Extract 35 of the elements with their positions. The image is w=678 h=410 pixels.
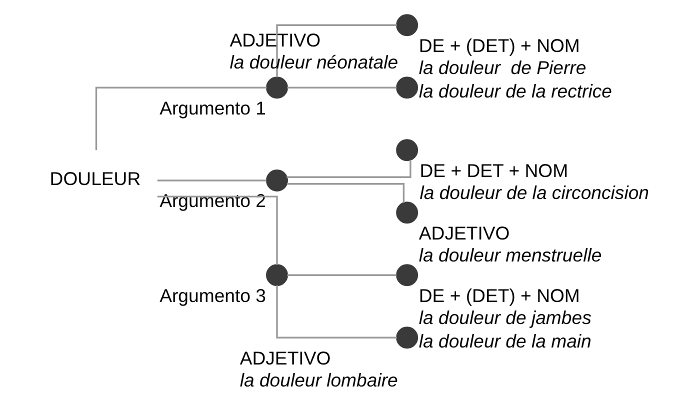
node-circle	[396, 14, 418, 36]
node-circle	[396, 264, 418, 286]
node-label: DE + (DET) + NOM	[418, 34, 580, 56]
node-circle	[396, 326, 418, 349]
node-label: la douleur menstruelle	[418, 244, 602, 266]
node-circle	[266, 76, 288, 99]
node-label: ADJETIVO	[239, 347, 330, 368]
node-label: la douleur de Pierre	[418, 56, 586, 78]
connector	[94, 86, 266, 150]
connector	[286, 160, 411, 178]
node-label: DE + DET + NOM	[419, 160, 568, 181]
node-label: la douleur néonatale	[229, 52, 398, 73]
node-label: la douleur lombaire	[239, 369, 398, 390]
connector	[276, 24, 396, 78]
node-circle	[396, 202, 418, 224]
connector	[286, 183, 404, 203]
node-circle	[266, 264, 288, 286]
connector	[276, 285, 396, 338]
node-label: la douleur de la rectrice	[418, 80, 612, 102]
node-label: ADJETIVO	[418, 222, 510, 244]
node-label: ADJETIVO	[229, 30, 320, 51]
connector	[156, 180, 266, 182]
node-label: DE + (DET) + NOM	[418, 284, 580, 306]
connector	[286, 274, 396, 276]
node-text: DOULEUR	[49, 168, 140, 190]
node-circle	[266, 170, 288, 192]
node-circle	[396, 76, 418, 99]
node-label: la douleur de la circoncision	[419, 182, 648, 203]
node-label: Argumento 1	[159, 97, 266, 118]
node-label: Argumento 3	[159, 284, 266, 306]
node-label: la douleur de jambes	[418, 306, 591, 328]
node-circle	[396, 139, 418, 162]
connector	[286, 86, 396, 88]
connector	[156, 196, 278, 265]
node-label: la douleur de la main	[418, 330, 591, 352]
